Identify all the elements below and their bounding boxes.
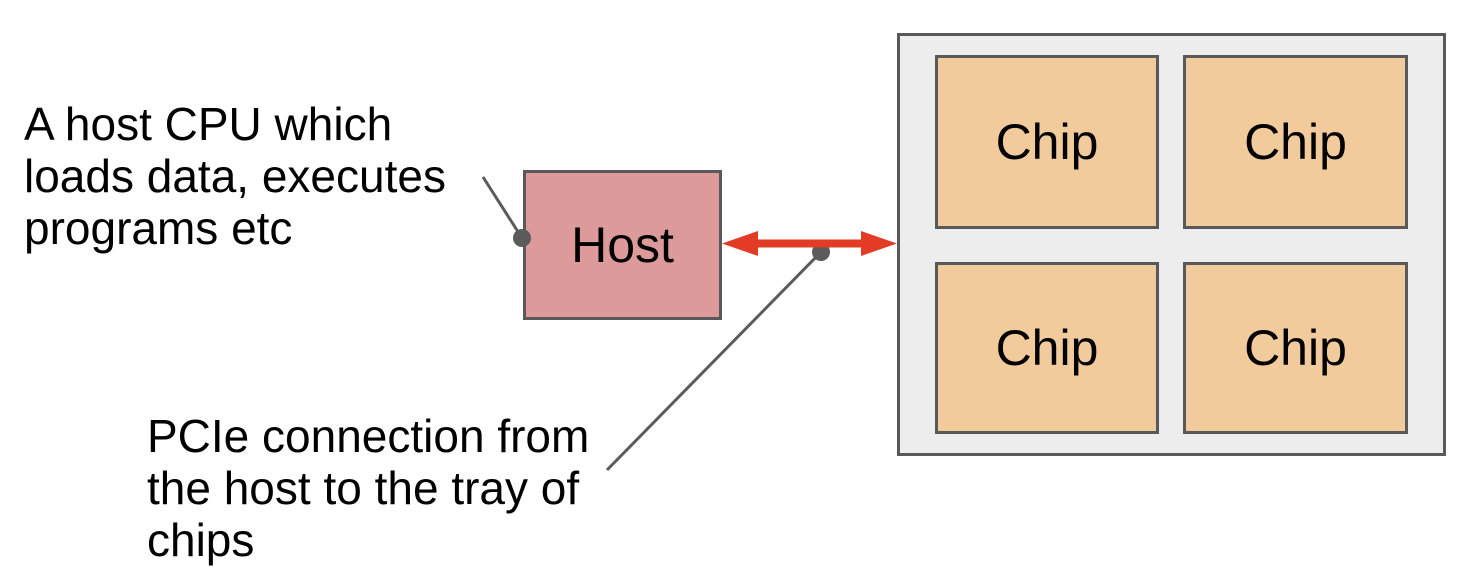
chip-label: Chip xyxy=(995,114,1099,170)
host-note-line-1: A host CPU which xyxy=(24,98,393,150)
host-note-line-2: loads data, executes xyxy=(24,150,446,202)
pcie-note-line-2: the host to the tray of xyxy=(147,462,580,514)
chip-label: Chip xyxy=(1244,114,1347,170)
pcie-note: PCIe connection from the host to the tra… xyxy=(147,410,589,566)
chip-box-bottom-right: Chip xyxy=(1183,262,1408,434)
chip-label: Chip xyxy=(995,320,1099,376)
chip-box-bottom-left: Chip xyxy=(935,262,1159,434)
pcie-double-arrow xyxy=(722,231,897,256)
chip-box-top-left: Chip xyxy=(935,55,1159,229)
pcie-note-line-3: chips xyxy=(147,514,255,566)
host-box-label: Host xyxy=(571,217,674,273)
chip-tray: Chip Chip Chip Chip xyxy=(897,33,1446,456)
pcie-note-line-1: PCIe connection from xyxy=(147,410,590,462)
host-note-line-3: programs etc xyxy=(24,202,293,254)
chip-label: Chip xyxy=(1244,320,1347,376)
host-note: A host CPU which loads data, executes pr… xyxy=(24,98,446,254)
host-box: Host xyxy=(523,170,722,320)
host-callout-line xyxy=(481,176,524,239)
pcie-callout-anchor-dot xyxy=(812,243,830,261)
chip-box-top-right: Chip xyxy=(1183,55,1408,229)
